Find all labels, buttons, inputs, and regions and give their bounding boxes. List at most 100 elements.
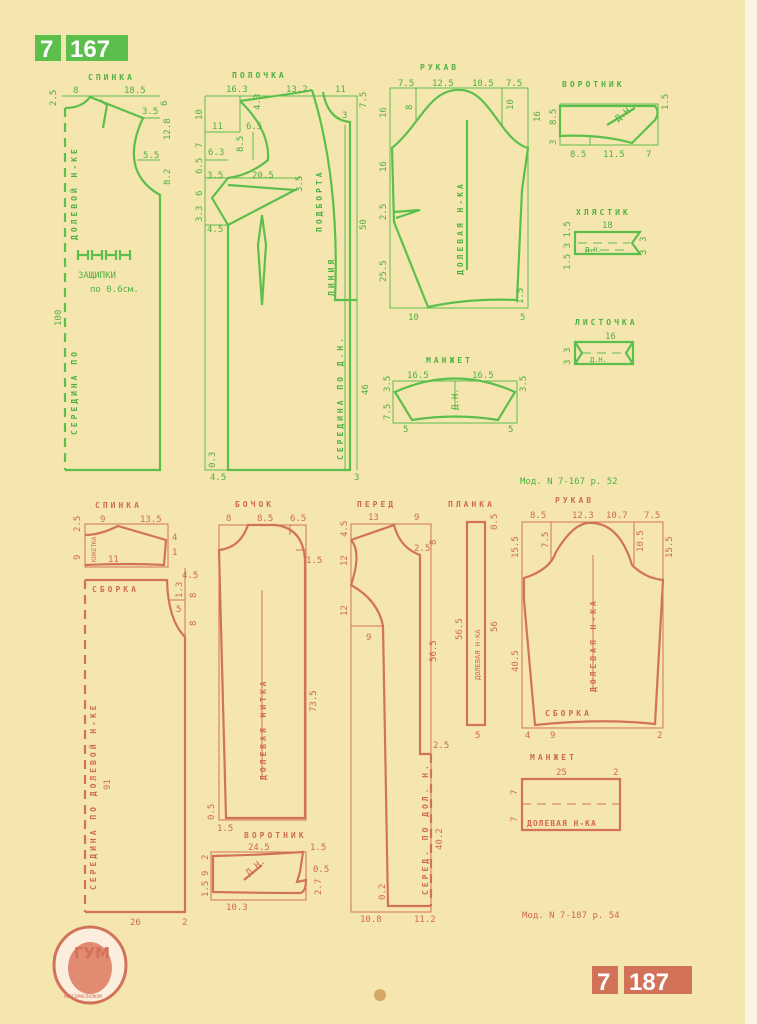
piece-title: БОЧОК bbox=[235, 500, 274, 509]
dim: 56.5 bbox=[429, 640, 439, 662]
dim: 8.5 bbox=[236, 136, 246, 152]
bottom-cuff-piece: МАНЖЕТ 25 2 7 7 ДОЛЕВАЯ Н-КА bbox=[510, 753, 622, 832]
badge-series: 7 bbox=[40, 36, 53, 63]
badge-number: 167 bbox=[70, 36, 110, 63]
grain-label: Д.Н. bbox=[585, 246, 602, 254]
dim: 56 bbox=[490, 621, 500, 632]
grain-label: ДОЛЕВАЯ Н-КА bbox=[474, 629, 482, 680]
dim: 3 bbox=[549, 140, 559, 145]
dim: 7.5 bbox=[644, 511, 660, 521]
dim: 7 bbox=[510, 790, 520, 795]
dim: 2 bbox=[182, 918, 187, 928]
dim: 10.3 bbox=[226, 903, 248, 913]
gum-logo: ГУМ МОСГОРИСПОЛКОМ bbox=[52, 925, 128, 1005]
piece-title: ВОРОТНИК bbox=[244, 831, 307, 840]
dim: 3.3 bbox=[195, 206, 205, 222]
dim: 73.5 bbox=[309, 690, 319, 712]
dim: 25.5 bbox=[379, 260, 389, 282]
dim: 6.5 bbox=[246, 122, 262, 132]
bottom-sleeve-piece: РУКАВ 8.5 12.3 10.7 7.5 15.5 7.5 10.5 15… bbox=[511, 496, 675, 741]
piece-title: ЛИСТОЧКА bbox=[575, 318, 638, 327]
center-label: СЕРЕДИНА ПО bbox=[70, 349, 79, 435]
top-front-piece: ПОЛОЧКА 16.3 13.2 11 10 4.3 11 6.5 7 6.3… bbox=[195, 71, 371, 483]
dim: 3.5 bbox=[519, 376, 529, 392]
grain-label: Д.Н. bbox=[451, 388, 461, 410]
dim: 9 bbox=[366, 633, 371, 643]
dim: 1.5 bbox=[201, 881, 211, 897]
bottom-side-piece: БОЧОК 8 8.5 6.5 73.5 0.5 1.5 1.5 ДОЛЕВАЯ… bbox=[207, 500, 322, 834]
dim: 40.2 bbox=[435, 828, 445, 850]
dim: 8 bbox=[226, 514, 231, 524]
dim: 7.5 bbox=[398, 79, 414, 89]
dim: 3 bbox=[563, 360, 573, 365]
grain-label: ДОЛЕВАЯ Н-КА bbox=[527, 819, 597, 828]
dim: 2 bbox=[657, 731, 662, 741]
grain-label: Д.Н. bbox=[590, 356, 607, 364]
grain-label: ДОЛЕВАЯ НИТКА bbox=[259, 678, 268, 780]
dim: 3 bbox=[354, 473, 359, 483]
piece-title: ПЛАНКА bbox=[448, 500, 495, 509]
piece-title: ПЕРЕД bbox=[357, 500, 396, 509]
dim: 3 bbox=[639, 237, 649, 242]
dim: 9 bbox=[414, 513, 419, 523]
dim: 18.5 bbox=[124, 86, 146, 96]
dim: 2.5 bbox=[433, 741, 449, 751]
dim: 16 bbox=[379, 161, 389, 172]
logo-ring-text: МОСГОРИСПОЛКОМ bbox=[64, 994, 102, 1000]
dim: 0.5 bbox=[490, 514, 500, 530]
top-welt-piece: ЛИСТОЧКА 16 3 3 Д.Н. bbox=[563, 318, 638, 366]
dim: 8.2 bbox=[163, 169, 173, 185]
dim: 15.5 bbox=[665, 536, 675, 558]
dim: 8.5 bbox=[570, 150, 586, 160]
dim: 16.5 bbox=[472, 371, 494, 381]
dim: 6.3 bbox=[208, 148, 224, 158]
dim: 20.5 bbox=[252, 171, 274, 181]
dim: 16 bbox=[379, 107, 389, 118]
dim: 3.5 bbox=[383, 376, 393, 392]
dim: 4.5 bbox=[210, 473, 226, 483]
dim: 16 bbox=[533, 111, 543, 122]
dim: 9 bbox=[73, 555, 83, 560]
dim: 10.8 bbox=[360, 915, 382, 925]
top-half-belt-piece: ХЛЯСТИК 18 1.5 3 1.5 3 3 Д.Н. bbox=[563, 208, 649, 270]
piece-title: ПОЛОЧКА bbox=[232, 71, 287, 80]
dim: 5 bbox=[508, 425, 513, 435]
dim: 11.5 bbox=[603, 150, 625, 160]
dim: 2.5 bbox=[49, 90, 59, 106]
bottom-model-reference: Мод. N 7-187 р. 54 bbox=[522, 911, 620, 921]
dim: 8 bbox=[189, 593, 199, 598]
dim: 2.5 bbox=[73, 516, 83, 532]
logo-name: ГУМ bbox=[74, 944, 110, 962]
dim: 11.2 bbox=[414, 915, 436, 925]
dim: 10.7 bbox=[606, 511, 628, 521]
badge-number: 187 bbox=[629, 969, 669, 996]
dim: 5 bbox=[403, 425, 408, 435]
dim: 8 bbox=[73, 86, 78, 96]
dim: 8.5 bbox=[530, 511, 546, 521]
center-label: СЕРЕДИНА ПО Д.Н. bbox=[336, 335, 345, 460]
dim: 16 bbox=[605, 332, 616, 342]
dim: 40.5 bbox=[511, 650, 521, 672]
dim: 10 bbox=[195, 109, 205, 120]
piece-title: ВОРОТНИК bbox=[562, 80, 625, 89]
dim: 12 bbox=[340, 555, 350, 566]
dim: 0.3 bbox=[208, 452, 218, 468]
piece-title: СПИНКА bbox=[88, 73, 135, 82]
dim: 7.5 bbox=[541, 532, 551, 548]
piece-title: РУКАВ bbox=[420, 63, 459, 72]
center-label: СЕРЕД. ПО ДОЛ. Н. bbox=[421, 762, 430, 895]
dim: 11 bbox=[335, 85, 346, 95]
piece-title: МАНЖЕТ bbox=[426, 356, 473, 365]
dim: 56.5 bbox=[455, 618, 465, 640]
dim: 3 bbox=[342, 111, 347, 121]
page-edge bbox=[745, 0, 757, 1024]
dim: 5 bbox=[520, 313, 525, 323]
dim: 10 bbox=[506, 99, 516, 110]
dim: 25 bbox=[556, 768, 567, 778]
dim: 8.5 bbox=[549, 109, 559, 125]
line-label: ЛИНИЯ bbox=[327, 257, 336, 296]
dim: 8 bbox=[429, 540, 439, 545]
dim: 8.5 bbox=[257, 514, 273, 524]
